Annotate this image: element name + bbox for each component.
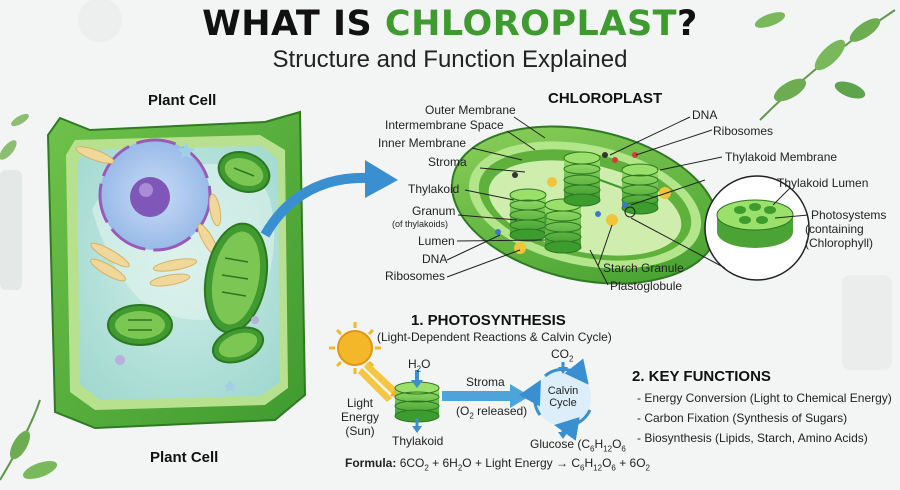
stroma-label: Stroma [466,375,505,389]
leader-lines [446,116,809,286]
sun-icon [329,322,381,374]
key-function-item: - Energy Conversion (Light to Chemical E… [637,391,892,405]
label-intermembrane-space: Intermembrane Space [385,118,504,132]
label-dna-right: DNA [692,108,718,122]
chloroplast-illustration [451,125,719,285]
calvin-cycle-label: Calvin Cycle [547,385,579,409]
label-inner-membrane: Inner Membrane [378,136,467,150]
label-granum: Granum [412,204,456,218]
chloroplast-heading: CHLOROPLAST [548,90,663,107]
label-ribosomes-left: Ribosomes [385,269,446,283]
label-ribosomes-right: Ribosomes [713,124,774,138]
plant-cell-top-label: Plant Cell [148,92,217,109]
key-function-item: - Carbon Fixation (Synthesis of Sugars) [637,411,848,425]
h2o-label: H2O [408,357,431,374]
key-functions-heading: 2. KEY FUNCTIONS [632,368,771,385]
cell-chloroplast [107,151,271,364]
co2-label: CO2 [551,347,574,364]
label-photosystems: Photosystems [811,208,887,222]
glucose-label: Glucose (C6H12O6 [530,437,626,454]
photosynthesis-formula: Formula: 6CO2 + 6H2O + Light Energy → C6… [345,456,650,473]
label-lumen: Lumen [418,234,455,248]
photosynthesis-subheading: (Light-Dependent Reactions & Calvin Cycl… [377,330,612,344]
light-energy-label: Light Energy (Sun) [340,396,380,438]
photosynthesis-diagram [329,322,592,441]
label-plastoglobule: Plastoglobule [610,279,683,293]
label-stroma: Stroma [428,155,467,169]
label-starch-granule: Starch Granule [603,261,684,275]
zoom-arrow [260,172,371,238]
thylakoid-label: Thylakoid [392,434,444,448]
photosynthesis-heading: 1. PHOTOSYNTHESIS [411,312,566,329]
plant-cell-bottom-label: Plant Cell [150,449,219,466]
page-title: WHAT IS CHLOROPLAST? [202,4,698,44]
label-containing: (containing [805,222,864,236]
label-thylakoid: Thylakoid [408,182,460,196]
key-function-item: - Biosynthesis (Lipids, Starch, Amino Ac… [637,431,868,445]
label-dna-left: DNA [422,252,448,266]
thylakoid-inset [704,175,810,281]
label-of-thylakoids: (of thylakoids) [392,219,449,229]
plant-cell-illustration [46,110,307,430]
o2-released-label: (O2 released) [456,404,528,421]
label-chlorophyll: (Chlorophyll) [805,236,874,250]
page-subtitle: Structure and Function Explained [272,46,628,73]
label-thylakoid-membrane: Thylakoid Membrane [725,150,838,164]
grana [509,151,659,254]
label-thylakoid-lumen: Thylakoid Lumen [777,176,869,190]
label-outer-membrane: Outer Membrane [425,103,516,117]
